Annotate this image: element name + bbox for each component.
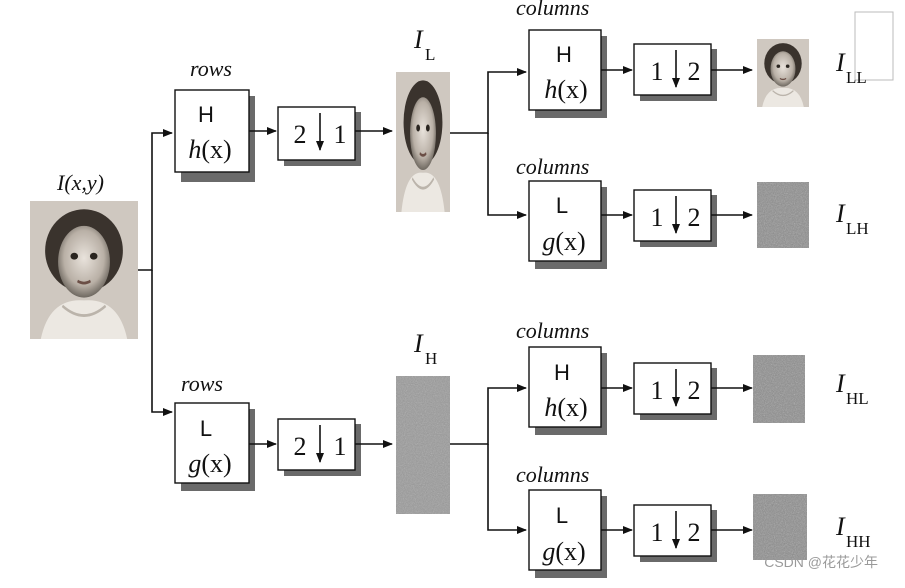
arrow-to-row-low [151, 270, 173, 416]
output-label-HH: IHH [835, 512, 871, 551]
svg-text:L: L [556, 193, 568, 218]
output-label-LH: ILH [835, 199, 869, 238]
svg-text:2: 2 [688, 376, 701, 405]
column-filter-low-HH [528, 489, 602, 571]
column-label-HL: columns [516, 318, 589, 343]
svg-text:1: 1 [651, 203, 664, 232]
output-image-LH [757, 182, 809, 248]
svg-text:g(x): g(x) [188, 449, 231, 478]
intermediate-label-L: IL [413, 25, 435, 64]
svg-text:L: L [200, 416, 212, 441]
row-filter-low [174, 402, 250, 484]
svg-text:1: 1 [334, 120, 347, 149]
svg-text:2: 2 [688, 203, 701, 232]
intermediate-label-H: IH [413, 329, 437, 368]
filter-function: h(x) [188, 135, 231, 164]
svg-text:1: 1 [334, 432, 347, 461]
source-image-label: I(x,y) [56, 170, 104, 195]
svg-text:1: 1 [651, 57, 664, 86]
svg-text:2: 2 [294, 120, 307, 149]
filter-letter: H [198, 102, 214, 127]
source-image [30, 201, 138, 339]
svg-text:2: 2 [688, 518, 701, 547]
row-downsampler-top [277, 106, 356, 161]
output-image-HL [753, 355, 805, 423]
svg-text:1: 1 [651, 376, 664, 405]
arrow-to-row-high [138, 129, 173, 271]
intermediate-image-L [396, 72, 450, 212]
column-filter-high-LL [528, 29, 602, 111]
column-label-LH: columns [516, 154, 589, 179]
column-label-HH: columns [516, 462, 589, 487]
watermark: CSDN @花花少年 [764, 554, 878, 570]
svg-text:H: H [556, 42, 572, 67]
row-label-top: rows [190, 56, 232, 81]
column-label-LL: columns [516, 0, 589, 20]
svg-text:2: 2 [294, 432, 307, 461]
svg-text:h(x): h(x) [544, 393, 587, 422]
column-filter-high-HL [528, 346, 602, 428]
output-label-LL: ILL [835, 48, 867, 87]
svg-text:g(x): g(x) [542, 537, 585, 566]
svg-text:2: 2 [688, 57, 701, 86]
column-filter-low-LH [528, 180, 602, 262]
output-image-LL [757, 39, 809, 107]
svg-text:H: H [554, 360, 570, 385]
intermediate-image-H [396, 376, 450, 514]
svg-text:L: L [556, 503, 568, 528]
svg-text:g(x): g(x) [542, 227, 585, 256]
output-image-HH [753, 494, 807, 560]
row-filter-high [174, 89, 250, 173]
svg-text:h(x): h(x) [544, 75, 587, 104]
svg-text:1: 1 [651, 518, 664, 547]
row-label-bottom: rows [181, 371, 223, 396]
output-label-HL: IHL [835, 369, 869, 408]
